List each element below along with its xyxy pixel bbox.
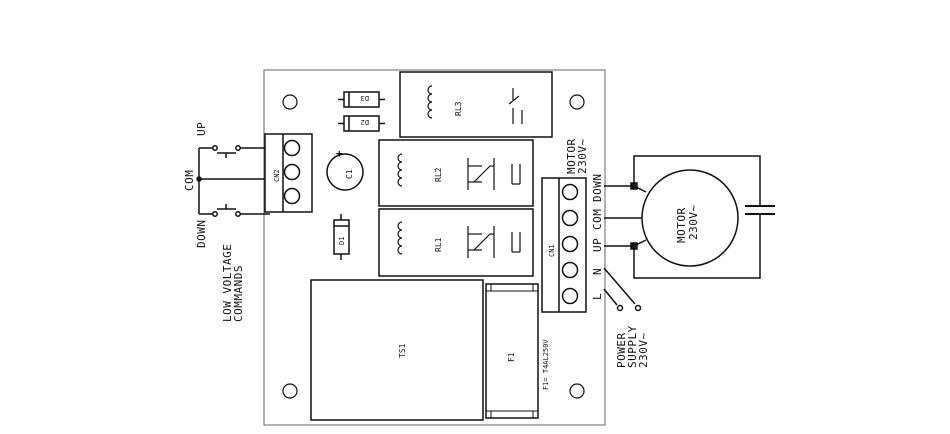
label-rl2: RL2 (434, 167, 443, 182)
label-motor-terminals-voltage: 230V~ (576, 138, 589, 174)
label-d3: D3 (361, 94, 369, 102)
label-cn1: CN1 (548, 244, 556, 257)
label-power-voltage: 230V~ (637, 332, 650, 368)
label-term-up: UP (591, 238, 604, 252)
label-term-com: COM (591, 209, 604, 230)
label-d1: D1 (338, 237, 346, 245)
label-com: COM (183, 170, 196, 191)
relay-rl3 (400, 72, 552, 137)
label-term-l: L (591, 293, 604, 300)
label-motor-voltage: 230V~ (687, 204, 700, 240)
label-term-n: N (591, 268, 604, 275)
label-cn2: CN2 (273, 169, 281, 182)
label-ts1: TS1 (398, 343, 407, 358)
label-down: DOWN (195, 220, 208, 249)
label-d2: D2 (361, 118, 369, 126)
label-f1: F1 (507, 352, 516, 362)
label-c1-polarity: + (336, 147, 343, 160)
relay-rl2 (379, 140, 533, 206)
label-term-down: DOWN (591, 174, 604, 203)
label-rl3: RL3 (454, 101, 463, 116)
transformer-ts1 (311, 280, 483, 420)
label-commands: COMMANDS (232, 265, 245, 322)
label-f1-note: F1= T4AL250V (542, 339, 550, 390)
fuse-f1 (486, 284, 538, 418)
label-rl1: RL1 (434, 237, 443, 252)
label-up: UP (195, 122, 208, 136)
low-voltage-wiring (197, 146, 270, 216)
relay-rl1 (379, 209, 533, 276)
label-c1: C1 (345, 169, 354, 179)
